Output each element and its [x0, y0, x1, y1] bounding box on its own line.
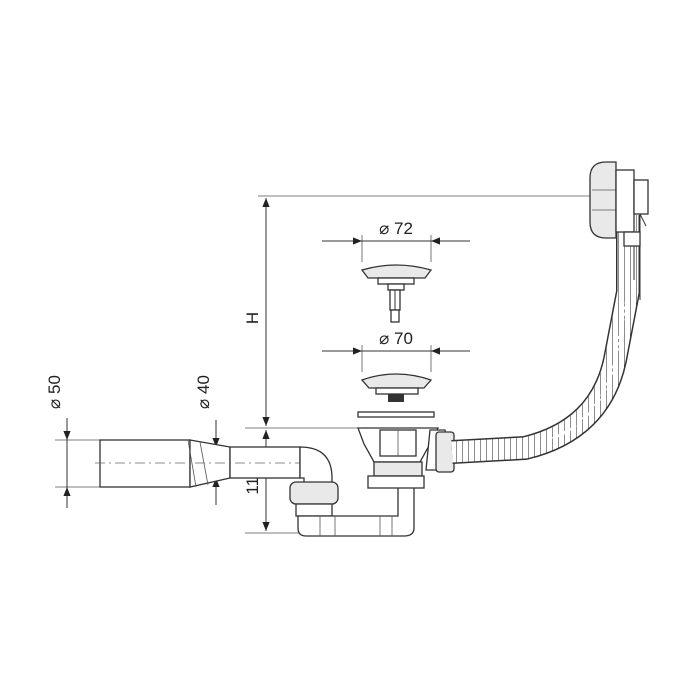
drain-body — [357, 427, 455, 489]
strainer-70-label: ⌀ 70 — [379, 329, 413, 348]
outlet-50-label: ⌀ 50 — [45, 375, 64, 409]
height-label: H — [243, 312, 262, 324]
outlet-40-label: ⌀ 40 — [194, 375, 213, 409]
outlet-50-dimension: ⌀ 50 — [45, 375, 71, 508]
trap-height-dimension: 110 — [243, 430, 270, 531]
cap-72-dimension: ⌀ 72 — [322, 219, 470, 245]
plug-cap — [360, 264, 433, 323]
overflow-head — [589, 161, 649, 247]
cap-72-label: ⌀ 72 — [379, 219, 413, 238]
strainer-70-dimension: ⌀ 70 — [322, 329, 470, 355]
outlet-pipe — [95, 439, 320, 488]
strainer — [357, 373, 435, 418]
height-dimension: H — [243, 198, 270, 426]
overflow-hose — [451, 210, 641, 464]
trap-elbow — [289, 446, 415, 537]
